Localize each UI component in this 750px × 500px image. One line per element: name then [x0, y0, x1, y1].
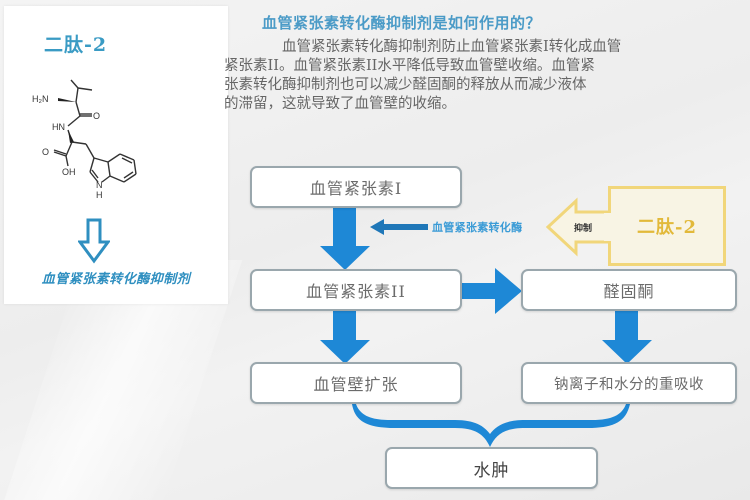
hollow-inhibit-arrow-icon — [545, 197, 610, 257]
svg-text:O: O — [93, 111, 100, 121]
molecule-structure-icon: H₂N O HN O OH N H — [32, 79, 137, 200]
hollow-down-arrow-icon — [78, 218, 110, 264]
angiotensin-2-box: 血管紧张素II — [250, 269, 462, 311]
down-arrow-icon — [602, 309, 652, 364]
paragraph-line: 的滞留，这就导致了血管壁的收缩。 — [224, 96, 456, 112]
question-heading: 血管紧张素转化酶抑制剂是如何作用的？ — [262, 14, 542, 32]
right-arrow-icon — [462, 268, 522, 314]
dipeptide-card: 二肽-2 — [4, 6, 228, 304]
down-arrow-icon — [320, 207, 370, 270]
angiotensin-1-box: 血管紧张素I — [250, 166, 462, 208]
ace-inhibitor-caption: 血管紧张素转化酶抑制剂 — [41, 272, 191, 287]
dipeptide-title: 二肽-2 — [44, 34, 108, 56]
aldosterone-box: 醛固酮 — [521, 269, 737, 311]
left-arrow-icon — [370, 219, 428, 235]
ace-enzyme-label: 血管紧张素转化酶 — [432, 221, 523, 234]
down-arrow-icon — [320, 309, 370, 364]
svg-text:H₂N: H₂N — [32, 94, 49, 104]
reabsorption-box: 钠离子和水分的重吸收 — [521, 362, 737, 404]
svg-text:O: O — [42, 147, 49, 157]
inhibit-label: 抑制 — [574, 224, 593, 234]
curly-brace-icon — [352, 404, 630, 447]
dipeptide-inhibitor-box: 二肽-2 — [608, 186, 726, 266]
svg-text:N: N — [96, 180, 103, 190]
svg-text:HN: HN — [52, 122, 65, 132]
vasodilation-box: 血管壁扩张 — [250, 362, 462, 404]
edema-box: 水肿 — [385, 447, 598, 489]
svg-text:OH: OH — [62, 167, 76, 177]
arrow-box-joint — [604, 213, 612, 241]
svg-text:H: H — [96, 190, 103, 200]
